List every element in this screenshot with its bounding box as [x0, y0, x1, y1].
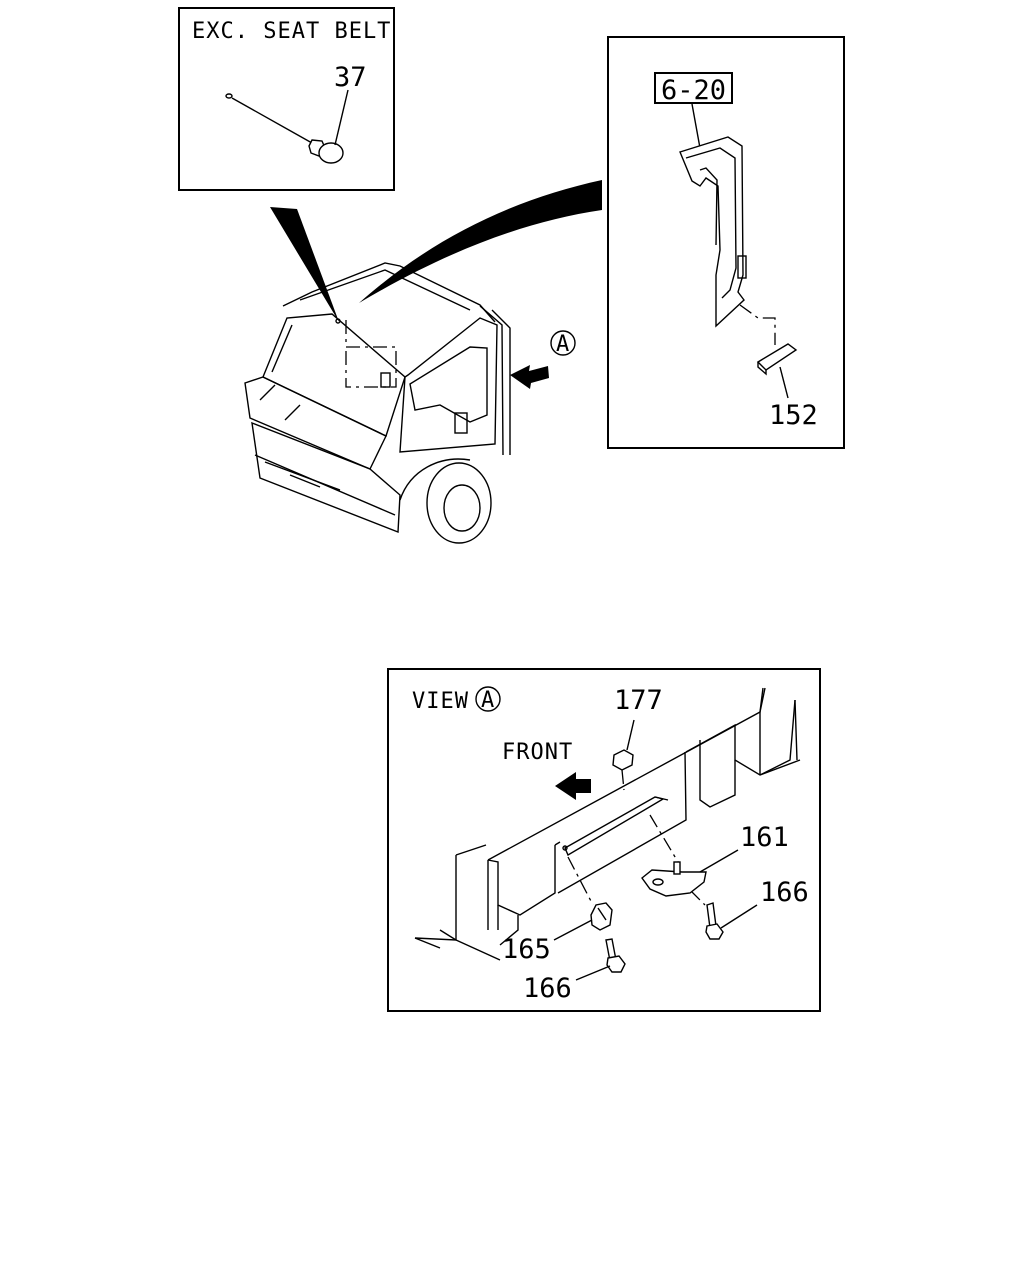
- part-label-165: 165: [502, 934, 551, 965]
- view-a-caption: VIEW: [412, 689, 469, 714]
- bracket-part-161[interactable]: [641, 861, 707, 897]
- truck-cab: [244, 262, 511, 544]
- leader-166-right: [720, 904, 758, 929]
- leader-177: [626, 719, 635, 751]
- pillar-inset: 6-20 152: [607, 36, 845, 449]
- view-a-marker-label: A: [556, 332, 570, 357]
- clip-part-165[interactable]: [590, 902, 613, 931]
- clip-part-37[interactable]: [225, 93, 344, 164]
- frame-rail: [414, 687, 801, 961]
- seat-belt-inset-caption: EXC. SEAT BELT: [192, 19, 391, 44]
- pillar-dash-line: [739, 304, 776, 345]
- pillar-trim[interactable]: [679, 136, 747, 328]
- nut-part-177[interactable]: [612, 749, 634, 791]
- part-label-161: 161: [740, 822, 789, 853]
- view-a-caption-marker: A: [481, 688, 495, 713]
- dash-to-166r: [689, 889, 706, 906]
- view-a-marker: A: [510, 330, 576, 389]
- bolt-part-166-right[interactable]: [705, 902, 724, 940]
- reference-box: [654, 72, 733, 104]
- view-a-arrow: [510, 365, 549, 389]
- pointer-wedge-right: [359, 180, 602, 303]
- pillar-inset-frame: [607, 36, 845, 449]
- part-label-37: 37: [334, 62, 367, 93]
- view-a-inset-frame: [387, 668, 821, 1012]
- leader-152: [779, 366, 789, 399]
- bolt-part-166-bottom[interactable]: [605, 938, 626, 973]
- leader-166-bottom: [575, 965, 611, 981]
- reference-box-label: 6-20: [661, 75, 726, 106]
- dash-to-165: [567, 856, 594, 906]
- part-label-177: 177: [614, 685, 663, 716]
- front-arrow: [555, 772, 591, 800]
- leader-37: [334, 89, 349, 146]
- leader-161: [699, 849, 739, 873]
- leader-165: [553, 919, 593, 941]
- part-label-166-bottom: 166: [523, 973, 572, 1004]
- part-label-152: 152: [769, 400, 818, 431]
- dash-to-161: [649, 814, 679, 863]
- pointer-wedge-left: [270, 207, 339, 322]
- seat-belt-inset: EXC. SEAT BELT 37: [178, 7, 395, 191]
- seat-belt-inset-frame: [178, 7, 395, 191]
- part-label-166-right: 166: [760, 877, 809, 908]
- view-a-inset: VIEW A FRONT 177: [387, 668, 821, 1012]
- trim-part-152[interactable]: [756, 343, 798, 376]
- front-label: FRONT: [502, 740, 573, 765]
- leader-ref: [691, 103, 701, 149]
